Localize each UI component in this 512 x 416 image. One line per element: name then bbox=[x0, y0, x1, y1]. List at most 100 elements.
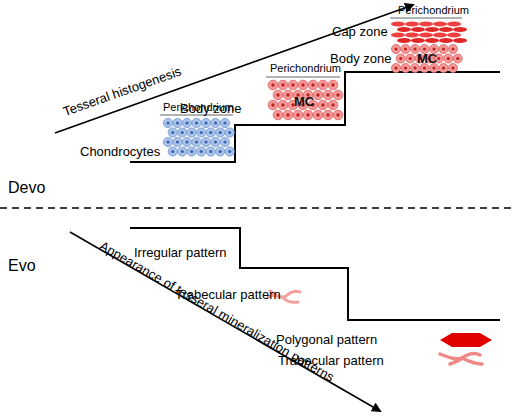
cell bbox=[201, 118, 210, 127]
flat-cell bbox=[453, 38, 467, 43]
flat-cell bbox=[433, 22, 447, 27]
cell bbox=[313, 110, 323, 120]
cell bbox=[268, 80, 278, 90]
cell bbox=[220, 137, 229, 146]
cell bbox=[178, 147, 187, 156]
flat-cell bbox=[405, 22, 419, 27]
cell bbox=[228, 131, 231, 134]
flat-cell bbox=[405, 33, 419, 38]
cell bbox=[223, 140, 226, 143]
cell bbox=[442, 47, 445, 50]
cell bbox=[451, 66, 454, 69]
cell bbox=[392, 64, 401, 73]
flat-cell bbox=[453, 27, 467, 32]
cell bbox=[163, 137, 172, 146]
cell bbox=[195, 140, 198, 143]
cell bbox=[449, 45, 458, 54]
cell bbox=[321, 83, 324, 86]
text-label: Cap zone bbox=[332, 24, 388, 39]
cell bbox=[176, 140, 179, 143]
cell bbox=[187, 128, 196, 137]
cell bbox=[273, 110, 283, 120]
cell bbox=[291, 83, 294, 86]
cell bbox=[178, 128, 187, 137]
flat-cell bbox=[411, 27, 425, 32]
cell bbox=[328, 100, 338, 110]
flat-cell bbox=[433, 33, 447, 38]
cell bbox=[308, 80, 318, 90]
text-label: Evo bbox=[8, 258, 36, 273]
cell bbox=[301, 83, 304, 86]
cell bbox=[190, 131, 193, 134]
cell bbox=[401, 45, 410, 54]
cell bbox=[228, 150, 231, 153]
cell bbox=[281, 103, 284, 106]
cell bbox=[323, 90, 333, 100]
cell bbox=[206, 147, 215, 156]
cell bbox=[197, 147, 206, 156]
cell bbox=[223, 121, 226, 124]
cell bbox=[182, 137, 191, 146]
cell bbox=[286, 113, 289, 116]
cell bbox=[303, 110, 313, 120]
cell bbox=[432, 66, 435, 69]
cell bbox=[276, 93, 279, 96]
cell bbox=[396, 54, 405, 63]
cell bbox=[439, 45, 448, 54]
flat-cell bbox=[419, 33, 433, 38]
cell bbox=[311, 83, 314, 86]
cell bbox=[439, 64, 448, 73]
cell bbox=[401, 64, 410, 73]
cell bbox=[283, 110, 293, 120]
evo-staircase bbox=[130, 228, 500, 320]
cell bbox=[318, 100, 328, 110]
cell bbox=[225, 147, 234, 156]
cell bbox=[278, 100, 288, 110]
cell bbox=[316, 113, 319, 116]
cell bbox=[181, 150, 184, 153]
trabecular-symbol bbox=[440, 354, 482, 364]
cell bbox=[173, 118, 182, 127]
cell bbox=[204, 140, 207, 143]
cell bbox=[214, 140, 217, 143]
cell bbox=[336, 113, 339, 116]
cell bbox=[306, 113, 309, 116]
flat-cell bbox=[447, 33, 461, 38]
cell bbox=[288, 80, 298, 90]
cell bbox=[413, 47, 416, 50]
cell bbox=[168, 147, 177, 156]
cell bbox=[220, 118, 229, 127]
text-label: Body zone bbox=[180, 101, 241, 116]
cell bbox=[216, 128, 225, 137]
cell bbox=[298, 80, 308, 90]
cell bbox=[453, 54, 462, 63]
divider-line bbox=[0, 207, 512, 209]
cell bbox=[176, 121, 179, 124]
cell bbox=[394, 66, 397, 69]
cell bbox=[326, 93, 329, 96]
flat-cell bbox=[425, 27, 439, 32]
cell bbox=[182, 118, 191, 127]
cell bbox=[318, 80, 328, 90]
cell bbox=[225, 128, 234, 137]
cell bbox=[404, 47, 407, 50]
cell-illustration bbox=[163, 22, 467, 156]
zone-label: MC bbox=[294, 94, 314, 109]
cell bbox=[187, 147, 196, 156]
cell bbox=[211, 137, 220, 146]
cell bbox=[413, 66, 416, 69]
cell bbox=[209, 131, 212, 134]
cell bbox=[321, 103, 324, 106]
histogenesis-arrow bbox=[55, 5, 413, 133]
zone-label: MC bbox=[417, 51, 437, 66]
cell bbox=[271, 103, 274, 106]
perichondrium-line bbox=[390, 17, 462, 19]
cell bbox=[190, 150, 193, 153]
cell bbox=[273, 90, 283, 100]
cell bbox=[323, 110, 333, 120]
cell bbox=[406, 54, 415, 63]
cell bbox=[437, 57, 440, 60]
cell bbox=[444, 54, 453, 63]
cell bbox=[333, 110, 343, 120]
